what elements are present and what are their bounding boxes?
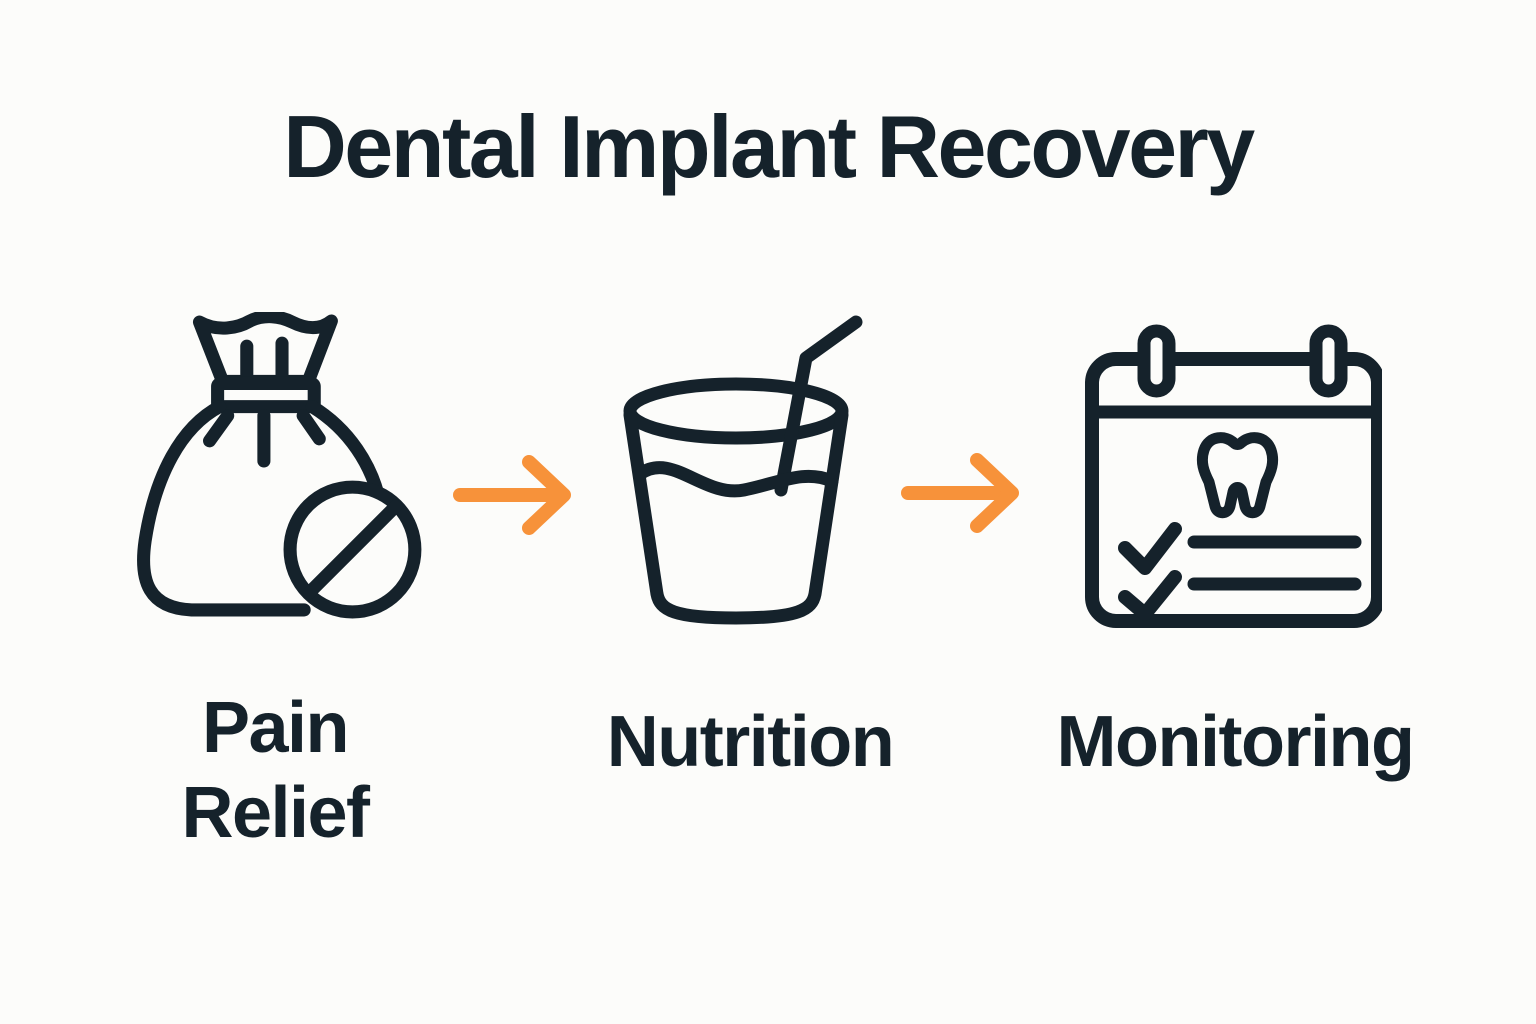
arrow-right-svg: [901, 453, 1019, 533]
ice-pack-svg: [137, 312, 422, 619]
arrow-right-icon: [452, 452, 582, 538]
ice-pack-with-tablet-icon: [133, 312, 425, 624]
drink-glass-with-straw-icon: [622, 314, 867, 632]
arrow-right-icon: [900, 450, 1030, 536]
arrow-right-svg: [453, 455, 571, 535]
step-label-nutrition: Nutrition: [606, 702, 895, 782]
dental-checkup-calendar-icon: [1082, 322, 1382, 628]
dental-calendar-svg: [1085, 324, 1382, 628]
page-title: Dental Implant Recovery: [283, 97, 1255, 196]
drink-glass-svg: [623, 315, 863, 625]
step-label-monitoring: Monitoring: [1056, 702, 1415, 782]
step-label-pain-relief: Pain Relief: [181, 688, 370, 853]
